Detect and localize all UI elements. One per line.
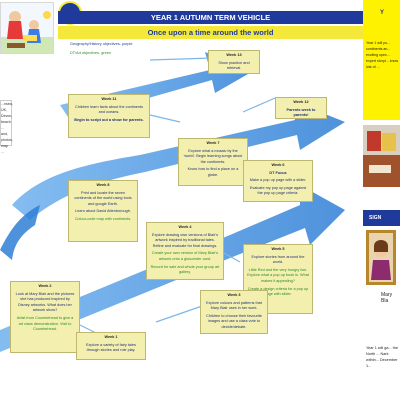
right-yellow-panel [363, 0, 400, 120]
week-green-text: Create your own version of Mary Blair's … [151, 251, 219, 261]
week-text: Explore a variety of fairy tales through… [86, 342, 136, 353]
week-text: Show practice and retrieval. [218, 60, 250, 71]
week-extra-text: Learn about David Attenborough. [75, 209, 131, 214]
week-label: Week 5 [271, 247, 285, 251]
arrow-band-left-curve [0, 205, 40, 260]
right-panel-title: Y [380, 10, 385, 16]
page-subtitle: Once upon a time around the world [58, 26, 363, 39]
week-extra-text: Children to choose their favourite image… [206, 313, 262, 329]
week-1-card: Week 1 Explore a variety of fairy tales … [76, 332, 146, 360]
week-extra-text: Know how to find a place on a globe. [187, 167, 239, 177]
portrait-photo [366, 230, 396, 285]
arrow-line-1 [149, 57, 213, 61]
left-cutoff-box: ...nsea, UK, Devon, beach ... and, photo… [0, 100, 13, 154]
week-4-card: Week 4 Explore drawing own versions of B… [146, 222, 224, 280]
objectives-art: DT/Art objectives- green [70, 51, 111, 55]
week-text: Explore drawing own versions of Blair's … [152, 232, 218, 248]
week-text: Explore colours and patterns that Mary B… [206, 300, 262, 311]
week-label: Week 11 [101, 97, 117, 101]
arrow-line-3 [149, 114, 181, 123]
week-text: Explore what a mosaic by the 'world'. Be… [183, 148, 243, 164]
arrow-line-2 [242, 97, 276, 113]
week-green-text: Colour-code map with continents. [74, 216, 132, 221]
week-label: Week 13 [226, 53, 242, 57]
week-13-card: Week 13 Show practice and retrieval. [208, 50, 260, 74]
week-bold-text: Begin to script out a show for parents. [74, 117, 144, 122]
week-label: Week 2 [38, 284, 52, 288]
week-label: Week 6 [271, 163, 285, 167]
reading-children-illustration [0, 2, 54, 54]
week-label: Week 3 [227, 293, 241, 297]
week-label: Week 8 [96, 183, 110, 187]
week-3-card: Week 3 Explore colours and patterns that… [200, 290, 268, 334]
week-label: Week 12 [293, 100, 309, 104]
week-text: DT Focus [269, 170, 287, 175]
week-text: Print and locate the seven continents of… [74, 190, 132, 206]
right-panel-text: Year 1 will pu... continents an... excit… [366, 41, 399, 69]
objectives-geography: Geography/History objectives- purple [70, 42, 133, 46]
week-8-card: Week 8 Print and locate the seven contin… [68, 180, 138, 242]
week-12-card: Week 12 Parents week to parents! [275, 97, 327, 119]
page-title: YEAR 1 AUTUMN TERM VEHICLE [58, 11, 363, 24]
right-bottom-text: Year 1 will ga... the North ... Nark wit… [366, 346, 398, 368]
arrow-line-6 [155, 304, 206, 323]
week-label: Week 4 [178, 225, 192, 229]
week-label: Week 7 [206, 141, 220, 145]
portrait-caption: Mary Bla [381, 292, 393, 304]
signature-heading: SIGN [363, 210, 400, 226]
week-11-card: Week 11 Children learn facts about the c… [68, 94, 150, 138]
week-text: Look at Mary Blair and the pictures she … [15, 291, 75, 313]
week-green-text: Little Red and the very hungry lion. Exp… [247, 267, 309, 283]
week-green2-text: Record for sale and whole your group art… [150, 264, 220, 275]
week-7-card: Week 7 Explore what a mosaic by the 'wor… [178, 138, 248, 186]
week-green-text: Artist from Coombehead to give a art cla… [16, 315, 74, 332]
week-text: Children learn facts about the continent… [75, 104, 143, 115]
week-2-card: Week 2 Look at Mary Blair and the pictur… [10, 281, 80, 353]
objectives-key: Geography/History objectives- purple DT/… [70, 41, 152, 69]
week-extra2-text: Evaluate my pop up page against the pop … [249, 185, 307, 196]
week-extra-text: Make a pop up page with a slider. [249, 178, 307, 183]
week-6-card: Week 6 DT Focus Make a pop up page with … [243, 160, 313, 202]
week-green2-text: Create a design criteria for a pop up pa… [247, 286, 309, 297]
storybook-photo [363, 125, 400, 187]
week-label: Week 1 [104, 335, 118, 339]
week-text: Explore stories from around the world. [251, 254, 305, 265]
week-text: Parents week to parents! [286, 107, 316, 118]
